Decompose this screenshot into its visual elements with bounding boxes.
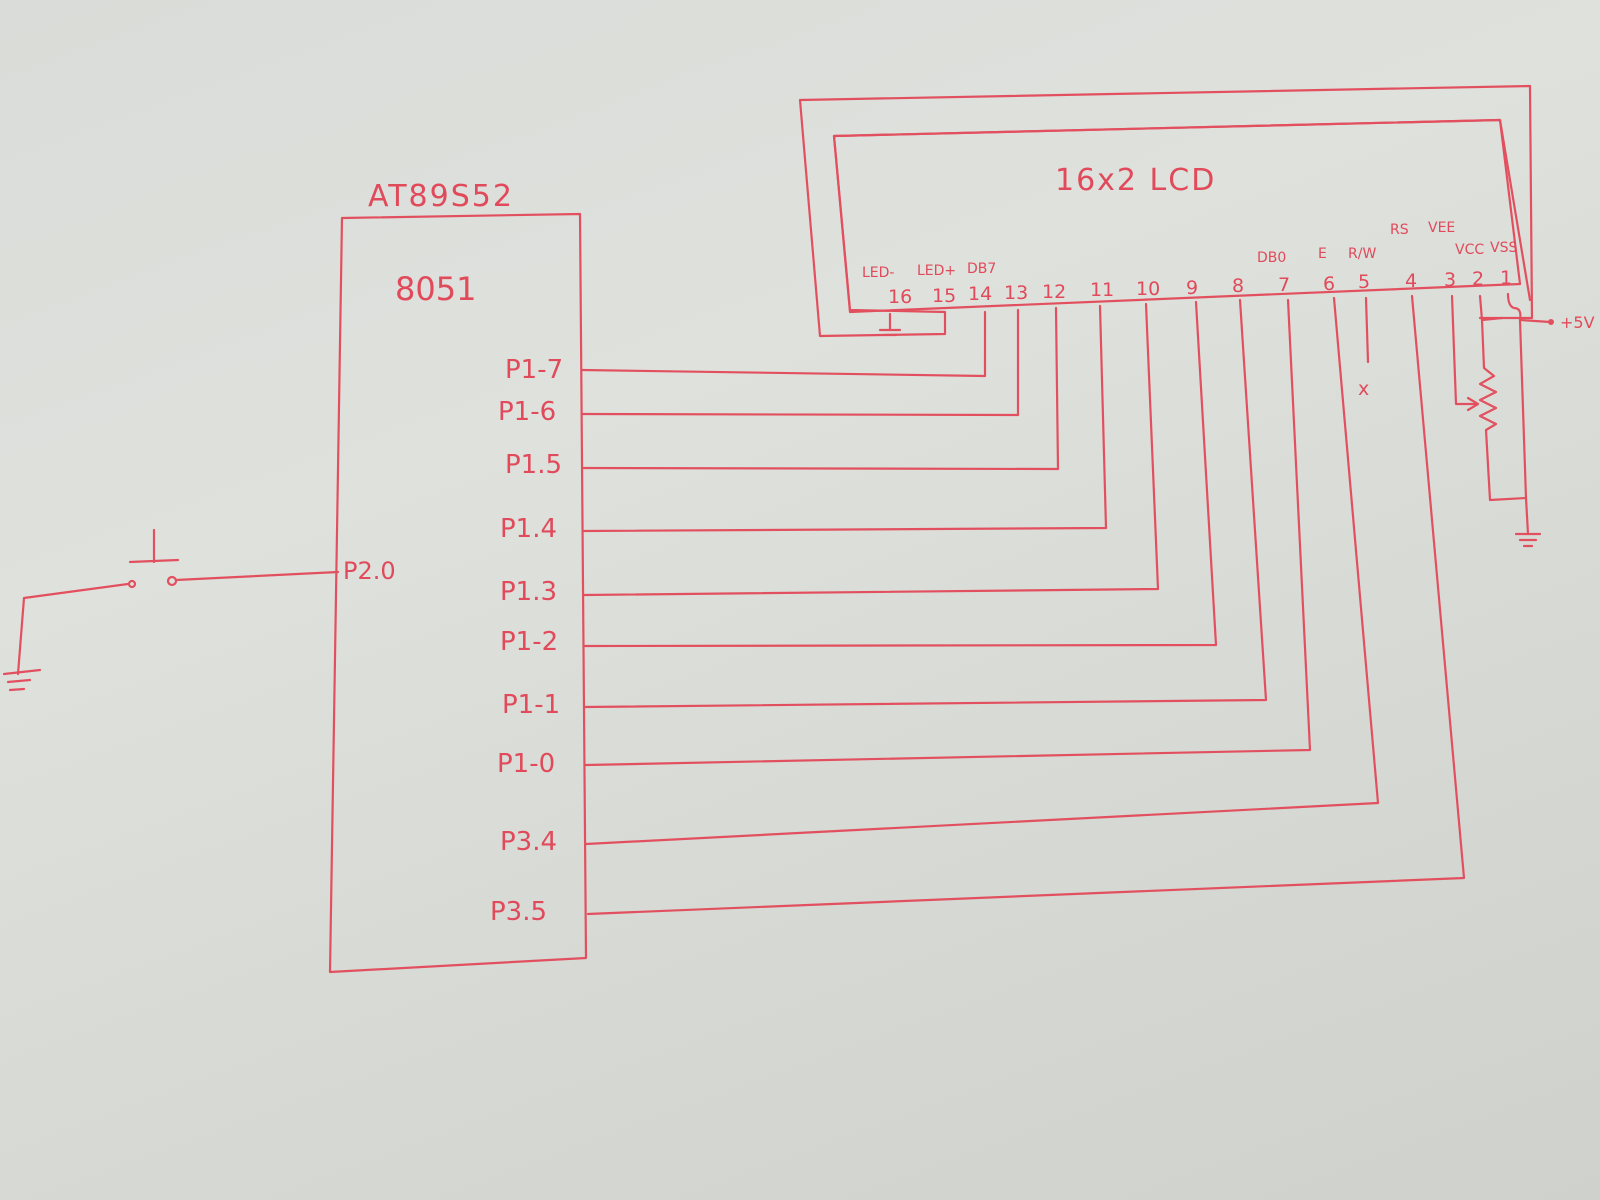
lcd-pin-3: 3 xyxy=(1444,269,1456,291)
lcd-signal-rs: RS xyxy=(1390,222,1409,238)
lcd-signal-db0: DB0 xyxy=(1257,250,1286,266)
push-button-icon[interactable] xyxy=(128,528,180,564)
pin-label-p1-0: P1-0 xyxy=(497,749,555,779)
pin-label-p1-3: P1.3 xyxy=(500,577,557,607)
lcd-signal-led-plus: LED+ xyxy=(917,263,956,279)
wire-vee-wiper xyxy=(1450,294,1478,406)
lcd-pin-10: 10 xyxy=(1136,278,1160,300)
wire-p1-3-pin10 xyxy=(582,302,1160,597)
wire-vcc-supply xyxy=(1518,318,1552,324)
wire-vcc-top xyxy=(1478,294,1504,322)
lcd-pin-8: 8 xyxy=(1232,275,1244,297)
pin-label-p3-4: P3.4 xyxy=(500,827,557,857)
wire-p1-0-db0 xyxy=(584,298,1312,767)
lcd-pin-7: 7 xyxy=(1278,274,1290,296)
lcd-signal-db7: DB7 xyxy=(967,261,996,277)
lcd-pin-11: 11 xyxy=(1090,279,1114,301)
supply-label: +5V xyxy=(1560,313,1595,332)
wire-p1-2-pin9 xyxy=(582,300,1218,648)
pin-label-p2-0: P2.0 xyxy=(343,557,396,585)
lcd-pin-14: 14 xyxy=(968,283,992,305)
lcd-pin-15: 15 xyxy=(932,285,956,307)
pin-label-p1-5: P1.5 xyxy=(505,450,562,480)
wire-p3-4-e xyxy=(584,296,1380,846)
wire-p1-4-pin11 xyxy=(582,304,1108,533)
lcd-pin-9: 9 xyxy=(1186,277,1198,299)
lcd-pin-12: 12 xyxy=(1042,281,1066,303)
pin-label-p1-7: P1-7 xyxy=(505,355,563,385)
microcontroller: AT89S52 8051 P1-7 P1-6 P1.5 P1.4 P1.3 P1… xyxy=(328,179,588,974)
ground-icon xyxy=(1514,532,1542,548)
wire-switch-ground xyxy=(16,582,130,676)
pin-label-p1-2: P1-2 xyxy=(500,627,558,657)
ground-icon-switch xyxy=(2,668,42,692)
wire-rw-stub xyxy=(1364,296,1370,364)
wire-p1-6-pin13 xyxy=(580,308,1020,417)
lcd-module: 16x2 LCD LED- LED+ DB7 DB0 E R/W RS VEE … xyxy=(798,84,1534,338)
supply-node xyxy=(1548,319,1554,325)
lcd-signal-vee: VEE xyxy=(1428,220,1455,236)
wire-p1-7-db7 xyxy=(580,310,987,378)
lcd-body xyxy=(832,118,1522,314)
no-connect-mark: x xyxy=(1358,378,1369,400)
rw-no-connect: x xyxy=(1358,296,1370,400)
contrast-circuit: +5V xyxy=(878,292,1595,548)
led-ground-icon xyxy=(878,312,902,337)
lcd-signal-e: E xyxy=(1318,246,1327,262)
push-button-circuit xyxy=(2,528,340,692)
switch-terminal-left xyxy=(127,579,137,589)
lcd-pin-16: 16 xyxy=(888,286,912,308)
lcd-pin-1: 1 xyxy=(1500,267,1512,289)
lcd-title: 16x2 LCD xyxy=(1055,163,1216,198)
mcu-body xyxy=(328,212,588,974)
potentiometer-icon xyxy=(1478,318,1528,502)
wire-p1-1-pin8 xyxy=(582,298,1268,709)
wire-p3-5-rs xyxy=(586,294,1466,916)
lcd-signal-vcc: VCC xyxy=(1455,242,1484,258)
lcd-signal-rw: R/W xyxy=(1348,246,1376,262)
pin-label-p3-5: P3.5 xyxy=(490,897,547,927)
pin-label-p1-6: P1-6 xyxy=(498,397,556,427)
lcd-signal-led-minus: LED- xyxy=(862,265,894,281)
data-wires xyxy=(580,294,1466,916)
pin-label-p1-4: P1.4 xyxy=(500,514,557,544)
pot-wiper-arrow-icon xyxy=(1466,396,1480,412)
lcd-pin-5: 5 xyxy=(1358,271,1370,293)
pin-label-p1-1: P1-1 xyxy=(502,690,560,720)
mcu-family-label: 8051 xyxy=(395,270,476,308)
wire-vss-ground xyxy=(1506,292,1530,536)
lcd-signal-vss: VSS xyxy=(1490,240,1517,256)
lcd-pin-6: 6 xyxy=(1323,273,1335,295)
lcd-outer-frame xyxy=(798,84,1534,320)
lcd-pin-13: 13 xyxy=(1004,282,1028,304)
wire-switch-p20 xyxy=(174,570,340,582)
switch-terminal-right xyxy=(166,575,178,587)
lcd-pin-4: 4 xyxy=(1405,270,1417,292)
lcd-pin-2: 2 xyxy=(1472,268,1484,290)
mcu-part-label: AT89S52 xyxy=(368,179,514,214)
wire-p1-5-pin12 xyxy=(580,306,1060,471)
